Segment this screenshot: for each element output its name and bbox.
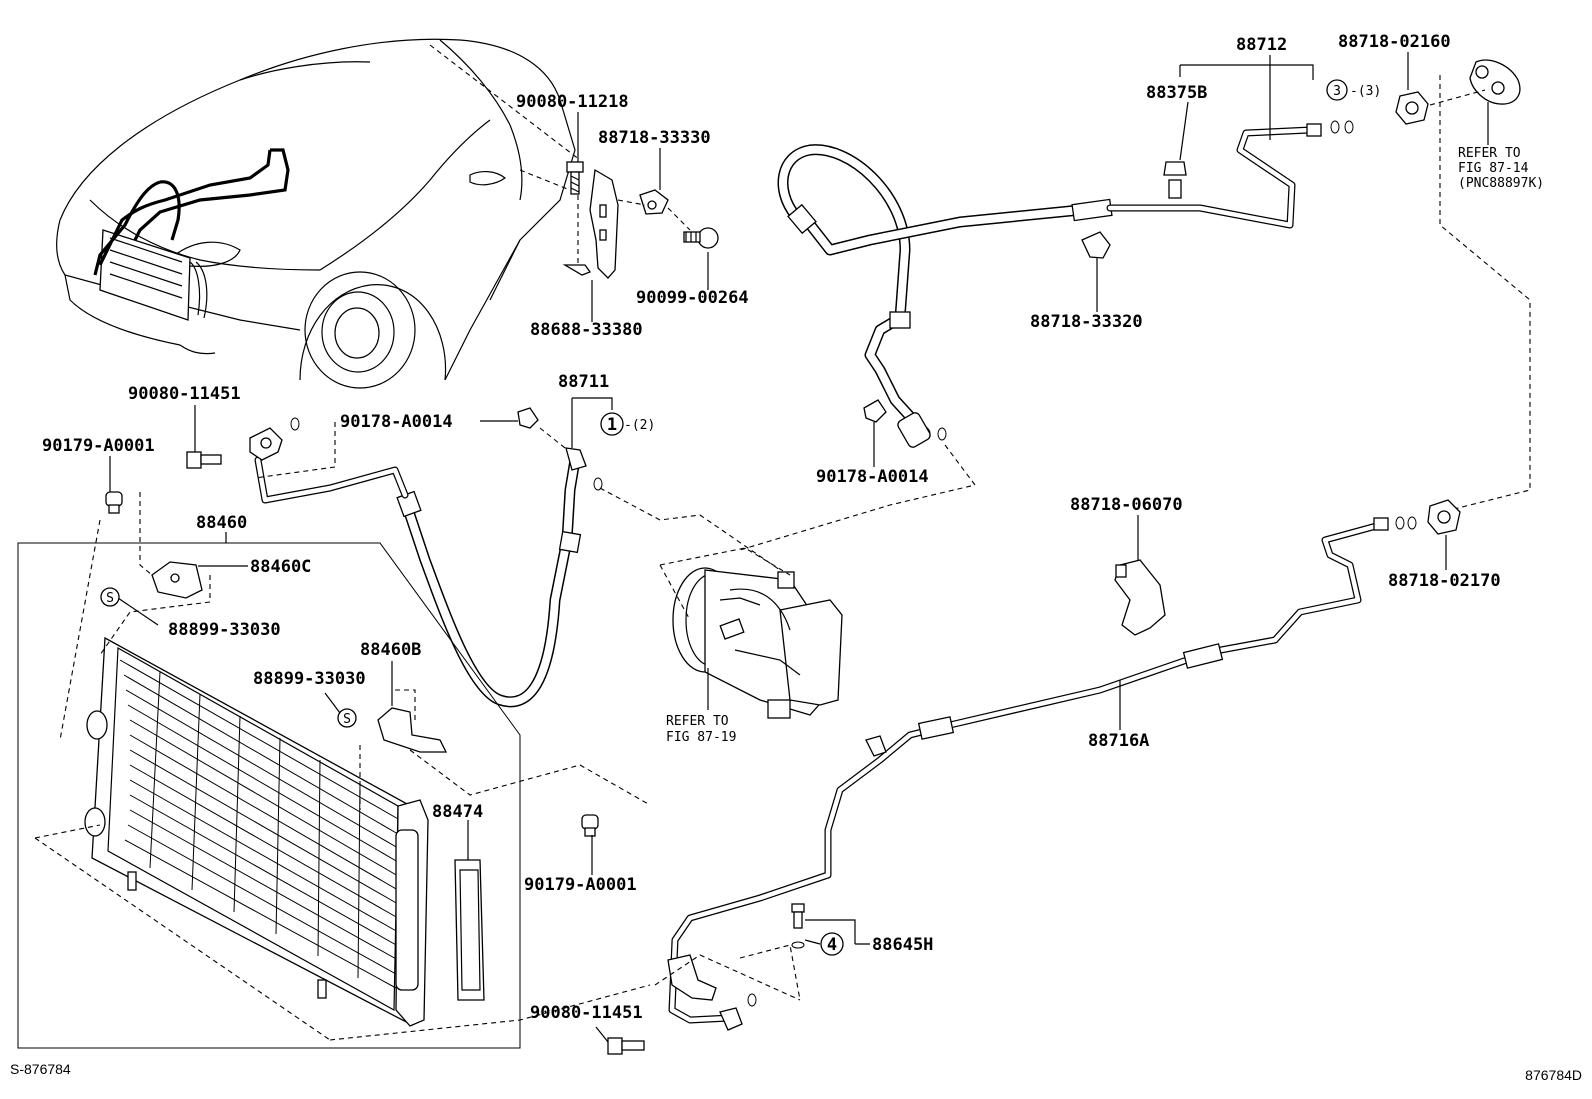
svg-text:3: 3 (1333, 84, 1341, 99)
refer-87-19-line1[interactable]: REFER TO (666, 714, 729, 729)
label-88460C[interactable]: 88460C (250, 557, 311, 577)
clamp-88718-33330[interactable] (639, 189, 669, 215)
label-88899-33030-b[interactable]: 88899-33030 (253, 669, 366, 689)
label-90080-11451-bottom[interactable]: 90080-11451 (530, 1003, 643, 1023)
label-90179-A0001-top[interactable]: 90179-A0001 (42, 436, 155, 456)
label-90080-11218[interactable]: 90080-11218 (516, 92, 629, 112)
vehicle-illustration (56, 38, 581, 389)
label-88645H[interactable]: 88645H (872, 935, 933, 955)
switch-88645H[interactable] (791, 903, 805, 949)
clamp-88718-33320[interactable] (1081, 231, 1111, 259)
label-88718-33330[interactable]: 88718-33330 (598, 128, 711, 148)
label-88460[interactable]: 88460 (196, 513, 247, 533)
label-90099-00264[interactable]: 90099-00264 (636, 288, 749, 308)
nut-88718-02170[interactable] (1427, 499, 1461, 535)
label-90080-11451-top[interactable]: 90080-11451 (128, 384, 241, 404)
label-88718-02170[interactable]: 88718-02170 (1388, 571, 1501, 591)
svg-text:S: S (106, 591, 114, 606)
label-88712[interactable]: 88712 (1236, 35, 1287, 55)
bolt-90080-11218[interactable] (566, 161, 584, 195)
label-88711[interactable]: 88711 (558, 372, 609, 392)
callout-1[interactable]: 1 (600, 412, 624, 436)
bolt-90099-00264[interactable] (683, 227, 719, 249)
compressor-refer-87-19[interactable] (672, 567, 843, 719)
callout-4[interactable]: 4 (820, 932, 844, 956)
part-labels: 88712 88718-02160 88375B -(3) REFER TO F… (10, 32, 1582, 1083)
bolt-90080-11451-bottom[interactable] (607, 1037, 645, 1055)
label-88899-33030-a[interactable]: 88899-33030 (168, 620, 281, 640)
label-90178-A0014-left[interactable]: 90178-A0014 (340, 412, 453, 432)
bolt-90080-11451-top[interactable] (186, 451, 222, 469)
cap-90179-A0001-bottom[interactable] (581, 814, 599, 837)
block-fitting-88460-top[interactable] (249, 427, 283, 461)
label-90178-A0014-right[interactable]: 90178-A0014 (816, 467, 929, 487)
condenser-88460[interactable] (17, 542, 521, 1049)
svg-text:4: 4 (827, 935, 837, 955)
bracket-88460B[interactable] (377, 707, 448, 753)
hose-88712[interactable] (777, 123, 1322, 449)
refer-87-19-line2[interactable]: FIG 87-19 (666, 730, 736, 745)
gasket-refer-87-14[interactable] (1469, 59, 1521, 105)
figure-code-right: 876784D (1525, 1067, 1582, 1083)
cap-90179-A0001-top[interactable] (105, 491, 123, 514)
bracket-88718-06070[interactable] (1114, 559, 1166, 636)
clip-90178-A0014-right[interactable] (863, 399, 887, 423)
condenser-fins (119, 659, 401, 989)
s-mark-a: S (100, 587, 120, 607)
label-88718-02160[interactable]: 88718-02160 (1338, 32, 1451, 52)
label-90179-A0001-bottom[interactable]: 90179-A0001 (524, 875, 637, 895)
svg-text:S: S (343, 712, 351, 727)
receiver-88474[interactable] (454, 859, 485, 1001)
label-88718-06070[interactable]: 88718-06070 (1070, 495, 1183, 515)
label-88718-33320[interactable]: 88718-33320 (1030, 312, 1143, 332)
bracket-88460C[interactable] (151, 561, 203, 599)
refer-87-14-line3[interactable]: (PNC88897K) (1458, 176, 1544, 191)
label-88460B[interactable]: 88460B (360, 640, 421, 660)
cap-88375B[interactable] (1163, 161, 1187, 199)
label-88375B[interactable]: 88375B (1146, 83, 1207, 103)
s-mark-b: S (337, 708, 357, 728)
nut-88718-02160[interactable] (1395, 91, 1429, 125)
refer-87-14-line1[interactable]: REFER TO (1458, 146, 1521, 161)
label-88716A[interactable]: 88716A (1088, 731, 1149, 751)
label-1-qty: -(2) (624, 418, 655, 433)
refer-87-14-line2[interactable]: FIG 87-14 (1458, 161, 1529, 176)
hose-88711[interactable] (254, 447, 603, 708)
leader-lines (109, 52, 1489, 1043)
clip-90178-A0014-left[interactable] (517, 407, 539, 429)
svg-text:1: 1 (607, 415, 617, 435)
callout-3[interactable]: 3 (1326, 79, 1348, 101)
figure-code-left: S-876784 (10, 1061, 71, 1077)
label-88688-33380[interactable]: 88688-33380 (530, 320, 643, 340)
bracket-88688-33380[interactable] (562, 168, 619, 279)
label-3-qty: -(3) (1350, 84, 1381, 99)
pipe-88716A[interactable] (667, 517, 1389, 1031)
label-88474[interactable]: 88474 (432, 802, 483, 822)
